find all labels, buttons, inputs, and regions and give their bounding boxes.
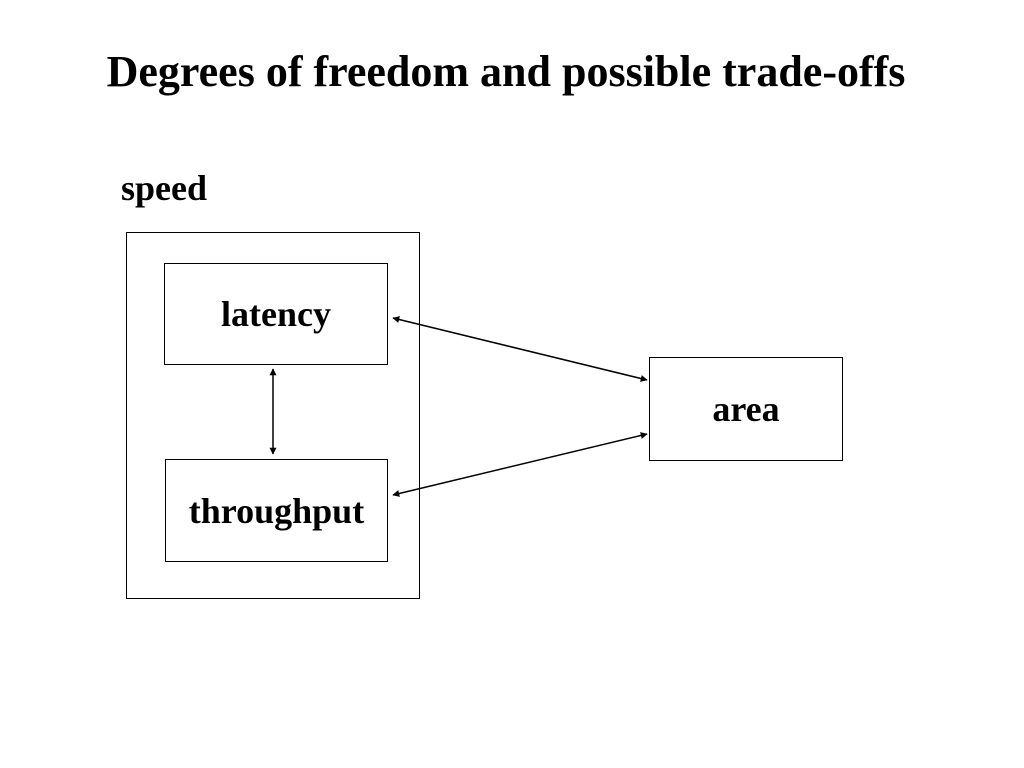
latency-area-arrow [392, 316, 648, 382]
throughput-node-label: throughput [188, 490, 365, 531]
speed-group-label: speed [121, 168, 208, 208]
latency-node-label: latency [221, 294, 331, 334]
throughput-node: throughput [165, 459, 388, 562]
area-node-label: area [712, 389, 780, 429]
throughput-area-arrow [392, 432, 648, 497]
area-node: area [649, 357, 843, 461]
latency-node: latency [164, 263, 388, 365]
slide-title: Degrees of freedom and possible trade-of… [106, 47, 906, 96]
